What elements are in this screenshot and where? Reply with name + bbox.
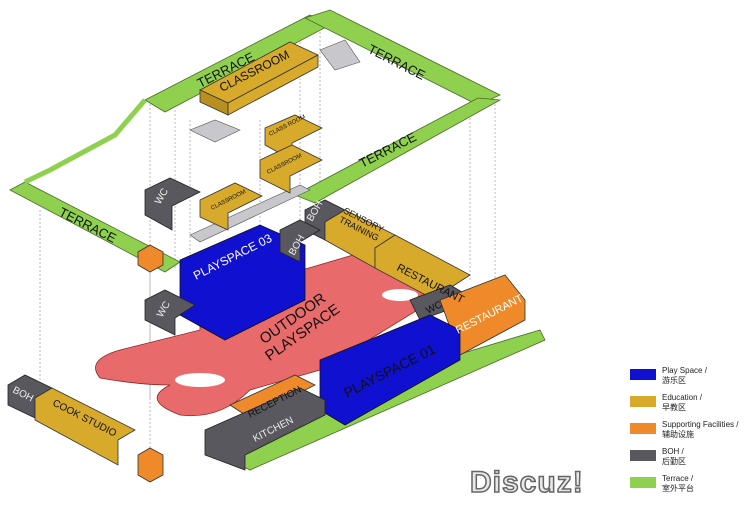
legend-label-cn: 室外平台 xyxy=(662,484,694,493)
classroom-small-2 xyxy=(259,144,323,194)
legend-label: Supporting Facilities / xyxy=(662,420,739,429)
legend-swatch xyxy=(630,369,656,380)
corridor-slab xyxy=(189,119,241,143)
terrace-top-right xyxy=(303,9,501,106)
legend-label-cn: 后勤区 xyxy=(662,457,686,466)
legend-item-boh: BOH /后勤区 xyxy=(630,447,738,474)
watermark: Discuz! xyxy=(469,465,584,500)
legend-item-supporting: Supporting Facilities /辅助设施 xyxy=(630,420,738,447)
corridor-slab xyxy=(319,39,361,71)
legend-label: Play Space / xyxy=(662,366,707,375)
legend-item-education: Education /早教区 xyxy=(630,393,738,420)
legend-swatch xyxy=(630,396,656,407)
classroom-small-3 xyxy=(199,182,263,231)
supporting-cube xyxy=(137,447,164,483)
classroom-top-front xyxy=(227,54,319,116)
wc-lower-box xyxy=(144,289,196,336)
cook-studio-box xyxy=(34,387,136,466)
legend-swatch xyxy=(630,450,656,461)
terrace-ramp xyxy=(23,98,147,185)
label-terrace: TERRACE xyxy=(57,204,119,246)
supporting-cube xyxy=(137,244,164,273)
terrace-mid-right xyxy=(294,97,502,204)
classroom-small-1 xyxy=(264,114,323,161)
boh-mid-box xyxy=(279,219,321,263)
legend-label: Education / xyxy=(662,393,703,402)
playspace-hole xyxy=(382,289,418,301)
legend-swatch xyxy=(630,423,656,434)
legend-item-play-space: Play Space /游乐区 xyxy=(630,366,738,393)
legend: Play Space /游乐区 Education /早教区 Supportin… xyxy=(630,366,738,501)
wc-upper-box xyxy=(144,177,201,231)
legend-item-terrace: Terrace /室外平台 xyxy=(630,474,738,501)
legend-label: BOH / xyxy=(662,447,684,456)
legend-label: Terrace / xyxy=(662,474,694,483)
legend-label-cn: 辅助设施 xyxy=(662,430,694,439)
corridor-slab xyxy=(189,184,311,243)
legend-label-cn: 游乐区 xyxy=(662,376,686,385)
legend-swatch xyxy=(630,477,656,488)
outdoor-playspace-area xyxy=(95,249,451,417)
legend-label-cn: 早教区 xyxy=(662,403,686,412)
kitchen-box xyxy=(204,387,326,471)
playspace-hole xyxy=(175,373,225,387)
